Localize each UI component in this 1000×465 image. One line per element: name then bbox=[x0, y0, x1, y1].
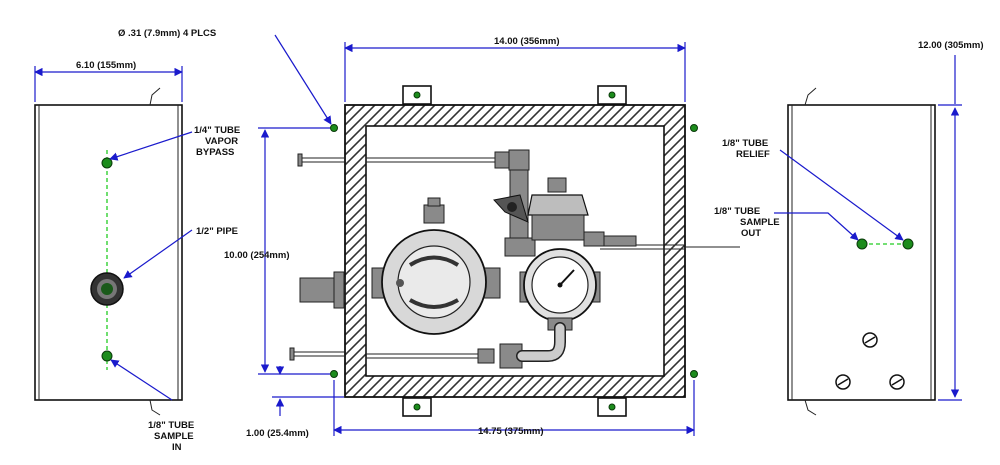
pressure-gauge bbox=[519, 248, 601, 331]
front-width-dimension: 14.00 (356mm) bbox=[344, 36, 686, 102]
relief-label: RELIEF bbox=[736, 149, 770, 160]
right-side-view bbox=[787, 87, 936, 416]
mount-hole-bottom-right bbox=[690, 370, 698, 378]
right-sample-out-port bbox=[856, 238, 868, 250]
overall-height-dimension: 12.00 (305mm) bbox=[918, 40, 983, 401]
bottom-offset-dimension: 1.00 (25.4mm) bbox=[246, 366, 344, 439]
sample-in-label-2: IN bbox=[172, 442, 182, 453]
vapor-tube-label: 1/4" TUBE bbox=[194, 125, 240, 136]
mount-hole-top-right bbox=[690, 124, 698, 132]
filter-housing bbox=[371, 197, 501, 335]
pressure-regulator bbox=[527, 177, 637, 247]
vapor-label: VAPOR bbox=[205, 136, 238, 147]
left-vapor-port bbox=[101, 157, 113, 169]
left-side-panel bbox=[34, 104, 183, 401]
right-top-latch bbox=[804, 87, 817, 106]
left-side-view bbox=[34, 87, 183, 416]
sample-in-label-1: SAMPLE bbox=[154, 431, 194, 442]
mount-hole-label: Ø .31 (7.9mm) 4 PLCS bbox=[118, 28, 216, 39]
overall-height-label: 12.00 (305mm) bbox=[918, 40, 983, 51]
bypass-label: BYPASS bbox=[196, 147, 234, 158]
side-depth-label: 6.10 (155mm) bbox=[76, 60, 136, 71]
half-inch-pipe-port bbox=[90, 272, 124, 306]
ball-valve bbox=[493, 149, 536, 257]
inner-height-dimension: 10.00 (254mm) bbox=[224, 127, 330, 375]
mounting-tabs bbox=[402, 85, 627, 417]
right-bottom-latch bbox=[804, 399, 817, 416]
screw-heads bbox=[835, 332, 905, 390]
left-bottom-latch bbox=[149, 399, 161, 416]
sample-out-label-2: OUT bbox=[741, 228, 761, 239]
bottom-offset-label: 1.00 (25.4mm) bbox=[246, 428, 309, 439]
mount-hole-callout: Ø .31 (7.9mm) 4 PLCS bbox=[118, 28, 332, 125]
sample-in-fittings bbox=[477, 322, 566, 369]
overall-width-dimension: 14.75 (375mm) bbox=[333, 380, 695, 437]
sample-out-tube-label: 1/8" TUBE bbox=[714, 206, 760, 217]
front-view bbox=[289, 85, 740, 417]
sample-out-label-1: SAMPLE bbox=[740, 217, 780, 228]
inner-height-label: 10.00 (254mm) bbox=[224, 250, 289, 261]
right-callouts: 1/8" TUBE RELIEF 1/8" TUBE SAMPLE OUT bbox=[714, 138, 904, 241]
half-pipe-label: 1/2" PIPE bbox=[196, 226, 238, 237]
side-depth-dimension: 6.10 (155mm) bbox=[34, 60, 183, 102]
relief-tube-label: 1/8" TUBE bbox=[722, 138, 768, 149]
left-callouts: 1/4" TUBE VAPOR BYPASS 1/2" PIPE 1/8" TU… bbox=[109, 125, 240, 453]
overall-width-label: 14.75 (375mm) bbox=[478, 426, 543, 437]
mount-hole-bottom-left bbox=[330, 370, 338, 378]
left-sample-in-port bbox=[101, 350, 113, 362]
front-width-label: 14.00 (356mm) bbox=[494, 36, 559, 47]
right-relief-port bbox=[902, 238, 914, 250]
right-side-panel bbox=[787, 104, 936, 401]
left-top-latch bbox=[149, 87, 161, 106]
sample-in-tube-label: 1/8" TUBE bbox=[148, 420, 194, 431]
mount-hole-top-left bbox=[330, 124, 338, 132]
